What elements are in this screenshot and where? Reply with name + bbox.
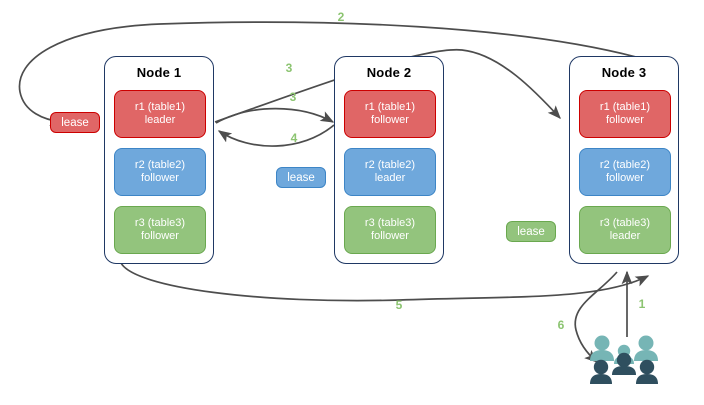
- node-title: Node 1: [136, 65, 182, 80]
- lease-label: lease: [61, 116, 89, 129]
- replica-name: r1 (table1): [134, 101, 186, 113]
- lease-chip-r3[interactable]: lease: [506, 221, 556, 242]
- step-label-2: 2: [337, 10, 345, 24]
- replica-r2[interactable]: r2 (table2) follower: [579, 148, 671, 196]
- edge-step-6: [574, 271, 618, 363]
- step-label-1: 1: [638, 297, 646, 311]
- replica-r1[interactable]: r1 (table1) follower: [579, 90, 671, 138]
- lease-chip-r2[interactable]: lease: [276, 167, 326, 188]
- replica-role: follower: [371, 230, 409, 242]
- replica-r2[interactable]: r2 (table2) leader: [344, 148, 436, 196]
- users-group-icon: [590, 335, 658, 384]
- replica-name: r3 (table3): [364, 217, 416, 229]
- replica-r2[interactable]: r2 (table2) follower: [114, 148, 206, 196]
- lease-chip-r1[interactable]: lease: [50, 112, 100, 133]
- replica-r1[interactable]: r1 (table1) leader: [114, 90, 206, 138]
- edge-step-3-to-node3: [214, 48, 561, 123]
- node-box-1[interactable]: Node 1 r1 (table1) leader r2 (table2) fo…: [104, 56, 214, 264]
- node-box-3[interactable]: Node 3 r1 (table1) follower r2 (table2) …: [569, 56, 679, 264]
- replica-role: leader: [144, 114, 176, 126]
- replica-role: follower: [606, 114, 644, 126]
- step-label-4: 4: [290, 131, 298, 145]
- edge-step-3-to-node2: [215, 107, 335, 124]
- step-label-6: 6: [557, 318, 565, 332]
- edge-step-2: [18, 21, 641, 127]
- replica-r3[interactable]: r3 (table3) follower: [344, 206, 436, 254]
- replica-role: leader: [609, 230, 641, 242]
- replica-name: r3 (table3): [134, 217, 186, 229]
- replica-name: r2 (table2): [134, 159, 186, 171]
- replica-r3[interactable]: r3 (table3) follower: [114, 206, 206, 254]
- step-label-3-upper: 3: [285, 61, 293, 75]
- node-box-2[interactable]: Node 2 r1 (table1) follower r2 (table2) …: [334, 56, 444, 264]
- replica-name: r1 (table1): [364, 101, 416, 113]
- replica-name: r2 (table2): [364, 159, 416, 171]
- node-title: Node 2: [366, 65, 412, 80]
- replica-r1[interactable]: r1 (table1) follower: [344, 90, 436, 138]
- edge-step-5: [120, 262, 650, 302]
- edge-step-4: [217, 124, 335, 147]
- replica-name: r2 (table2): [599, 159, 651, 171]
- step-label-5: 5: [395, 298, 403, 312]
- replica-role: follower: [606, 172, 644, 184]
- replica-role: leader: [374, 172, 406, 184]
- replica-role: follower: [371, 114, 409, 126]
- replica-role: follower: [141, 230, 179, 242]
- replica-r3[interactable]: r3 (table3) leader: [579, 206, 671, 254]
- replica-name: r1 (table1): [599, 101, 651, 113]
- lease-label: lease: [287, 171, 315, 184]
- node-title: Node 3: [601, 65, 647, 80]
- replica-role: follower: [141, 172, 179, 184]
- lease-label: lease: [517, 225, 545, 238]
- step-label-3-lower: 3: [289, 90, 297, 104]
- replica-name: r3 (table3): [599, 217, 651, 229]
